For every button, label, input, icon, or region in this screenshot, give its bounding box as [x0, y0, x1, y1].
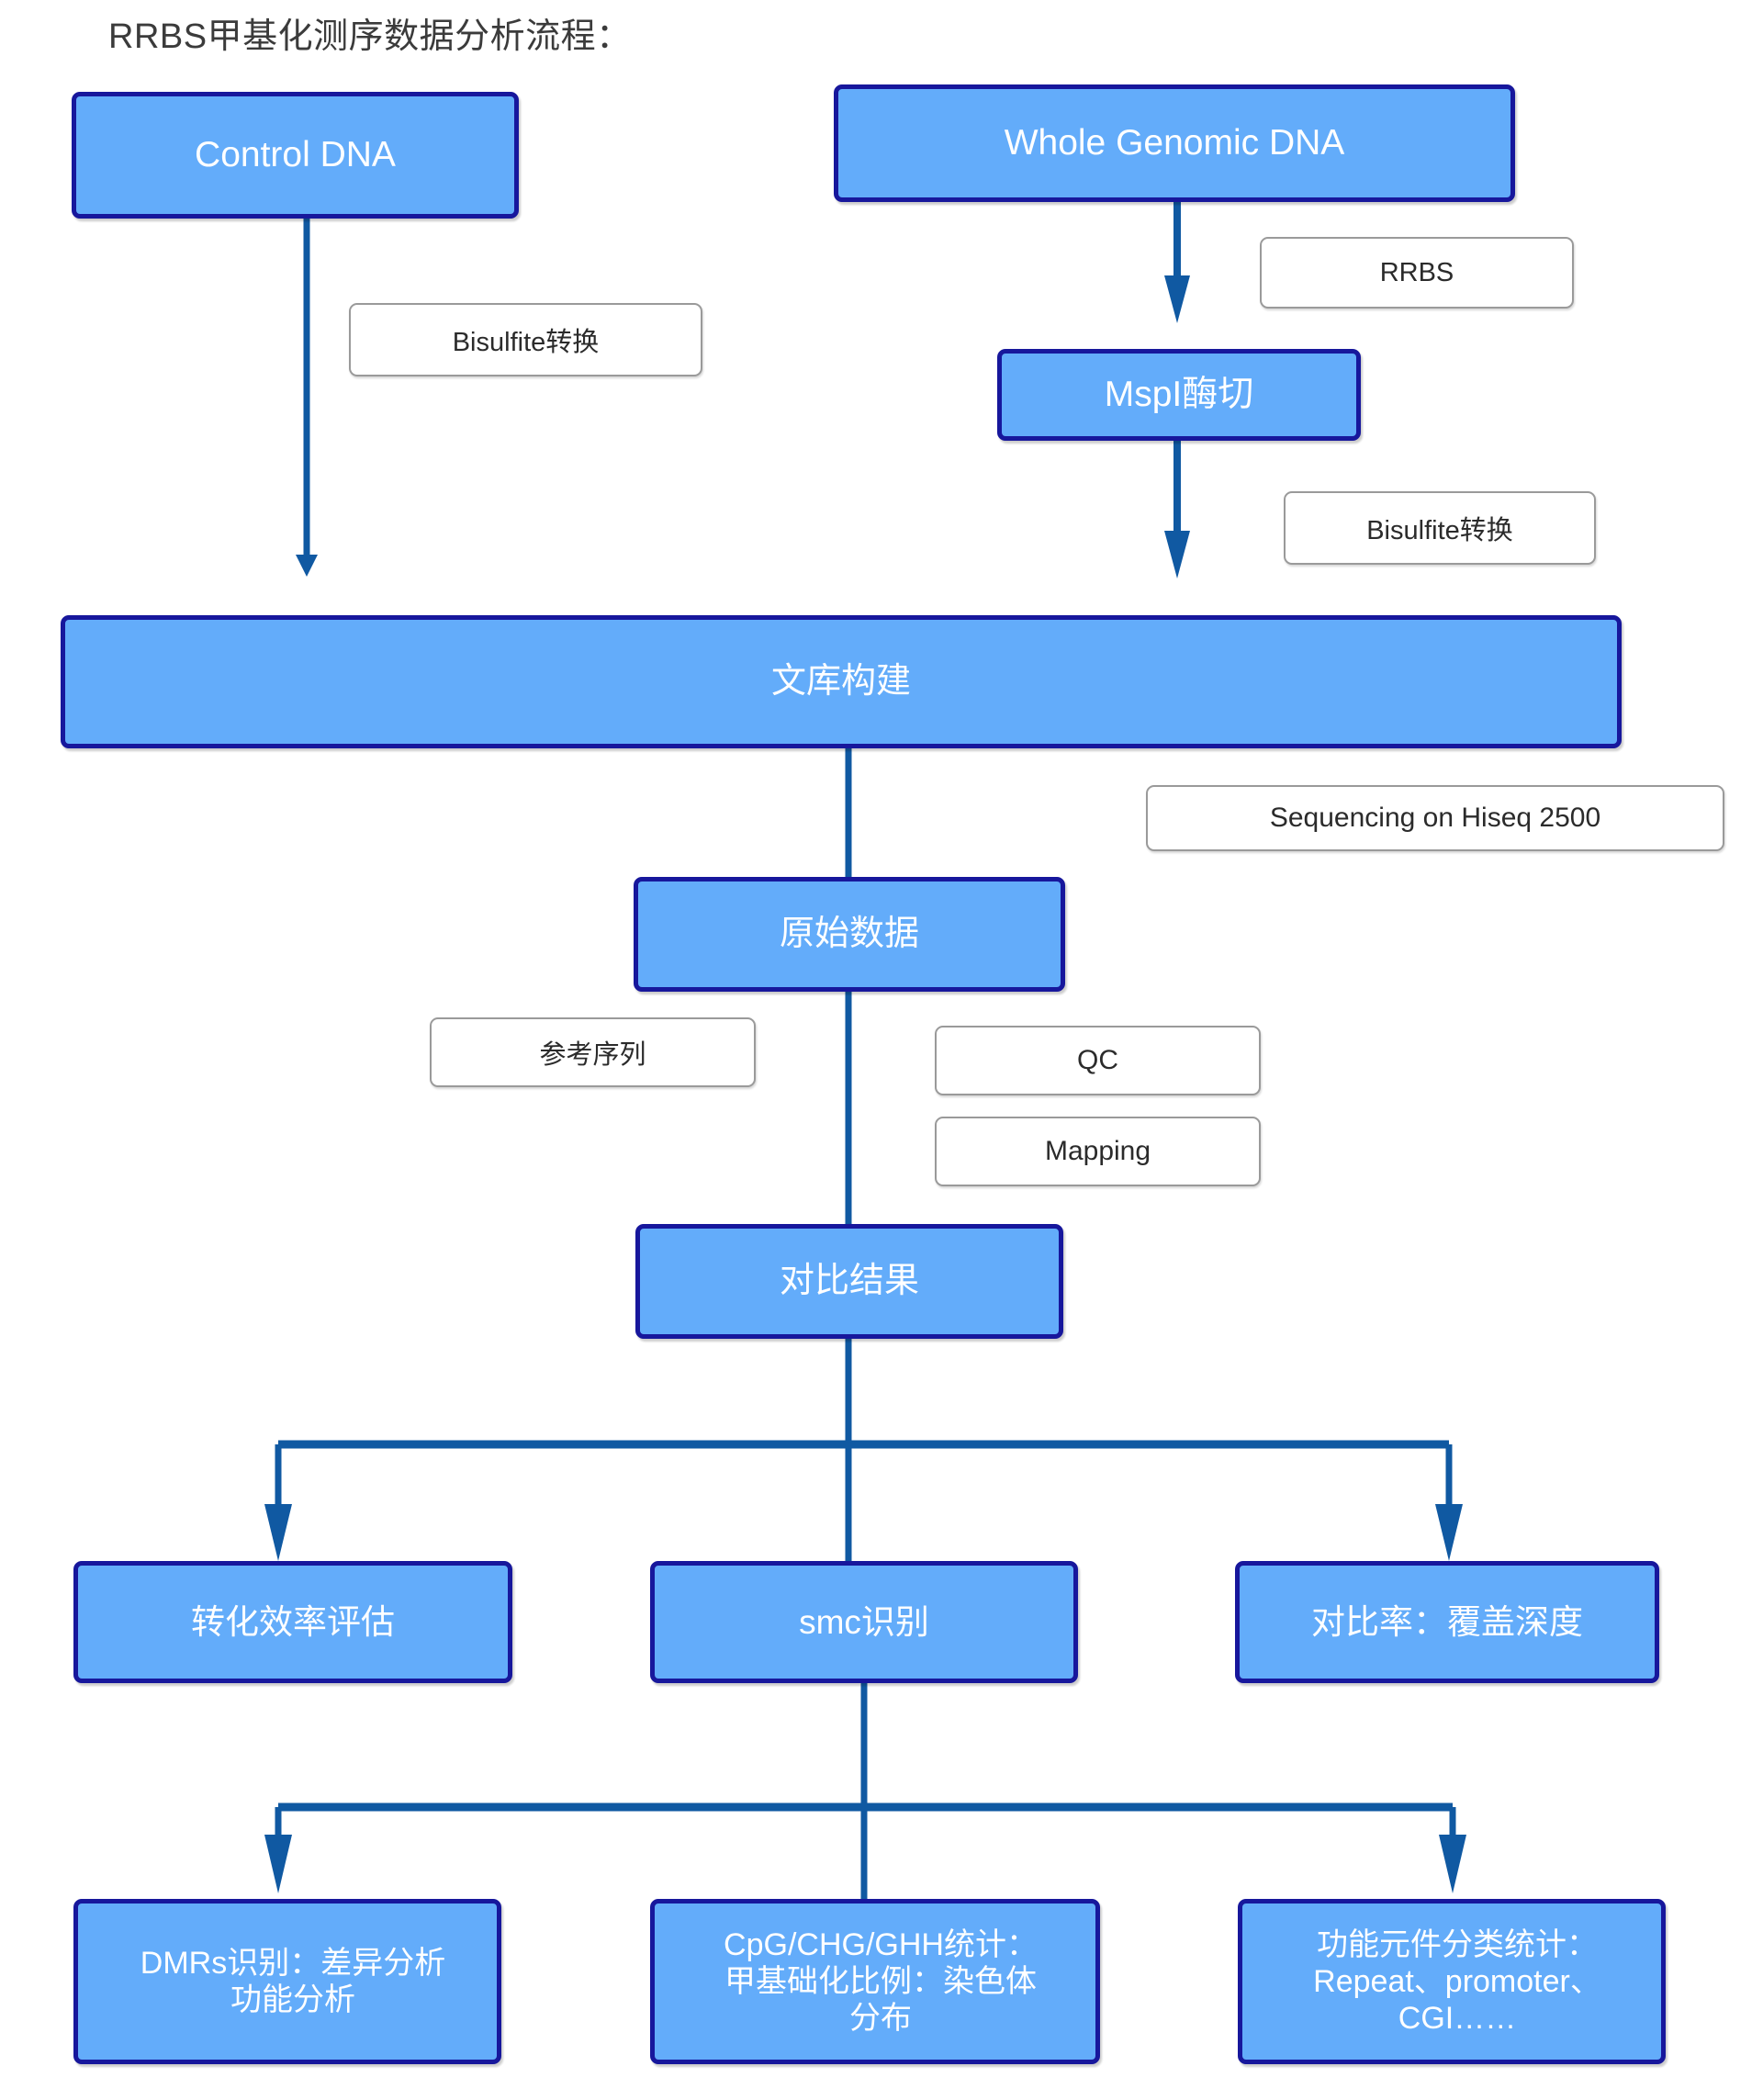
node-functional-element-statistics[interactable]: 功能元件分类统计： Repeat、promoter、 CGI…… — [1238, 1899, 1666, 2064]
label-mapping[interactable]: Mapping — [935, 1117, 1261, 1186]
node-alignment-result-label: 对比结果 — [779, 1262, 919, 1301]
page-title: RRBS甲基化测序数据分析流程： — [108, 17, 632, 56]
label-bisulfite-conversion-right[interactable]: Bisulfite转换 — [1284, 491, 1596, 565]
node-func-elem-line-3: CGI…… — [1398, 2001, 1517, 2037]
node-cpg-line-1: CpG/CHG/GHH统计： — [724, 1926, 1038, 1962]
node-mapping-rate-depth-label: 对比率：覆盖深度 — [1311, 1602, 1583, 1641]
node-mspi-digestion[interactable]: MspI酶切 — [997, 349, 1361, 441]
label-rrbs-text: RRBS — [1379, 257, 1454, 287]
label-rrbs[interactable]: RRBS — [1260, 237, 1574, 309]
edge-control-to-library — [296, 219, 318, 577]
label-sequencing-hiseq[interactable]: Sequencing on Hiseq 2500 — [1146, 785, 1724, 851]
node-cpg-line-2: 甲基础化比例：染色体 — [724, 1963, 1037, 1999]
node-control-dna-label: Control DNA — [195, 134, 396, 174]
node-alignment-result[interactable]: 对比结果 — [635, 1224, 1063, 1339]
label-qc[interactable]: QC — [935, 1026, 1261, 1095]
edge-alignment-branches — [264, 1339, 1463, 1563]
node-conversion-efficiency-label: 转化效率评估 — [191, 1602, 395, 1641]
label-mapping-text: Mapping — [1044, 1136, 1151, 1166]
node-raw-data[interactable]: 原始数据 — [634, 877, 1065, 992]
label-bisulfite-conversion-left-text: Bisulfite转换 — [452, 328, 600, 357]
node-dmrs-line-1: DMRs识别：差异分析 — [140, 1945, 446, 1981]
edge-wgdna-to-mspi — [1164, 202, 1190, 323]
node-conversion-efficiency[interactable]: 转化效率评估 — [73, 1561, 512, 1683]
node-dmrs-identification[interactable]: DMRs识别：差异分析 功能分析 — [73, 1899, 501, 2064]
node-cpg-statistics[interactable]: CpG/CHG/GHH统计： 甲基础化比例：染色体 分布 — [650, 1899, 1100, 2064]
node-mapping-rate-depth[interactable]: 对比率：覆盖深度 — [1235, 1561, 1659, 1683]
label-sequencing-hiseq-text: Sequencing on Hiseq 2500 — [1269, 803, 1601, 833]
node-whole-genomic-dna[interactable]: Whole Genomic DNA — [834, 84, 1515, 202]
node-dmrs-line-2: 功能分析 — [230, 1982, 355, 2017]
node-smc-identification-label: smc识别 — [799, 1602, 929, 1641]
edge-smc-branches — [264, 1683, 1466, 1901]
node-functional-element-text: 功能元件分类统计： Repeat、promoter、 CGI…… — [1302, 1926, 1601, 2037]
node-cpg-line-3: 分布 — [848, 2001, 912, 2037]
label-reference-sequence-text: 参考序列 — [539, 1040, 646, 1070]
node-mspi-digestion-label: MspI酶切 — [1104, 374, 1254, 414]
node-smc-identification[interactable]: smc识别 — [650, 1561, 1078, 1683]
label-reference-sequence[interactable]: 参考序列 — [430, 1017, 756, 1087]
node-cpg-statistics-text: CpG/CHG/GHH统计： 甲基础化比例：染色体 分布 — [713, 1926, 1038, 2037]
label-bisulfite-conversion-left[interactable]: Bisulfite转换 — [349, 303, 702, 376]
node-raw-data-label: 原始数据 — [779, 915, 919, 954]
node-whole-genomic-dna-label: Whole Genomic DNA — [1004, 122, 1345, 163]
node-library-construction[interactable]: 文库构建 — [61, 615, 1622, 748]
node-control-dna[interactable]: Control DNA — [72, 92, 519, 219]
label-qc-text: QC — [1077, 1045, 1118, 1075]
node-func-elem-line-2: Repeat、promoter、 — [1313, 1963, 1601, 1999]
node-library-construction-label: 文库构建 — [770, 662, 911, 702]
edge-mspi-to-library — [1164, 441, 1190, 578]
node-dmrs-identification-text: DMRs识别：差异分析 功能分析 — [129, 1945, 445, 2018]
label-bisulfite-conversion-right-text: Bisulfite转换 — [1366, 516, 1513, 545]
node-func-elem-line-1: 功能元件分类统计： — [1317, 1926, 1598, 1962]
